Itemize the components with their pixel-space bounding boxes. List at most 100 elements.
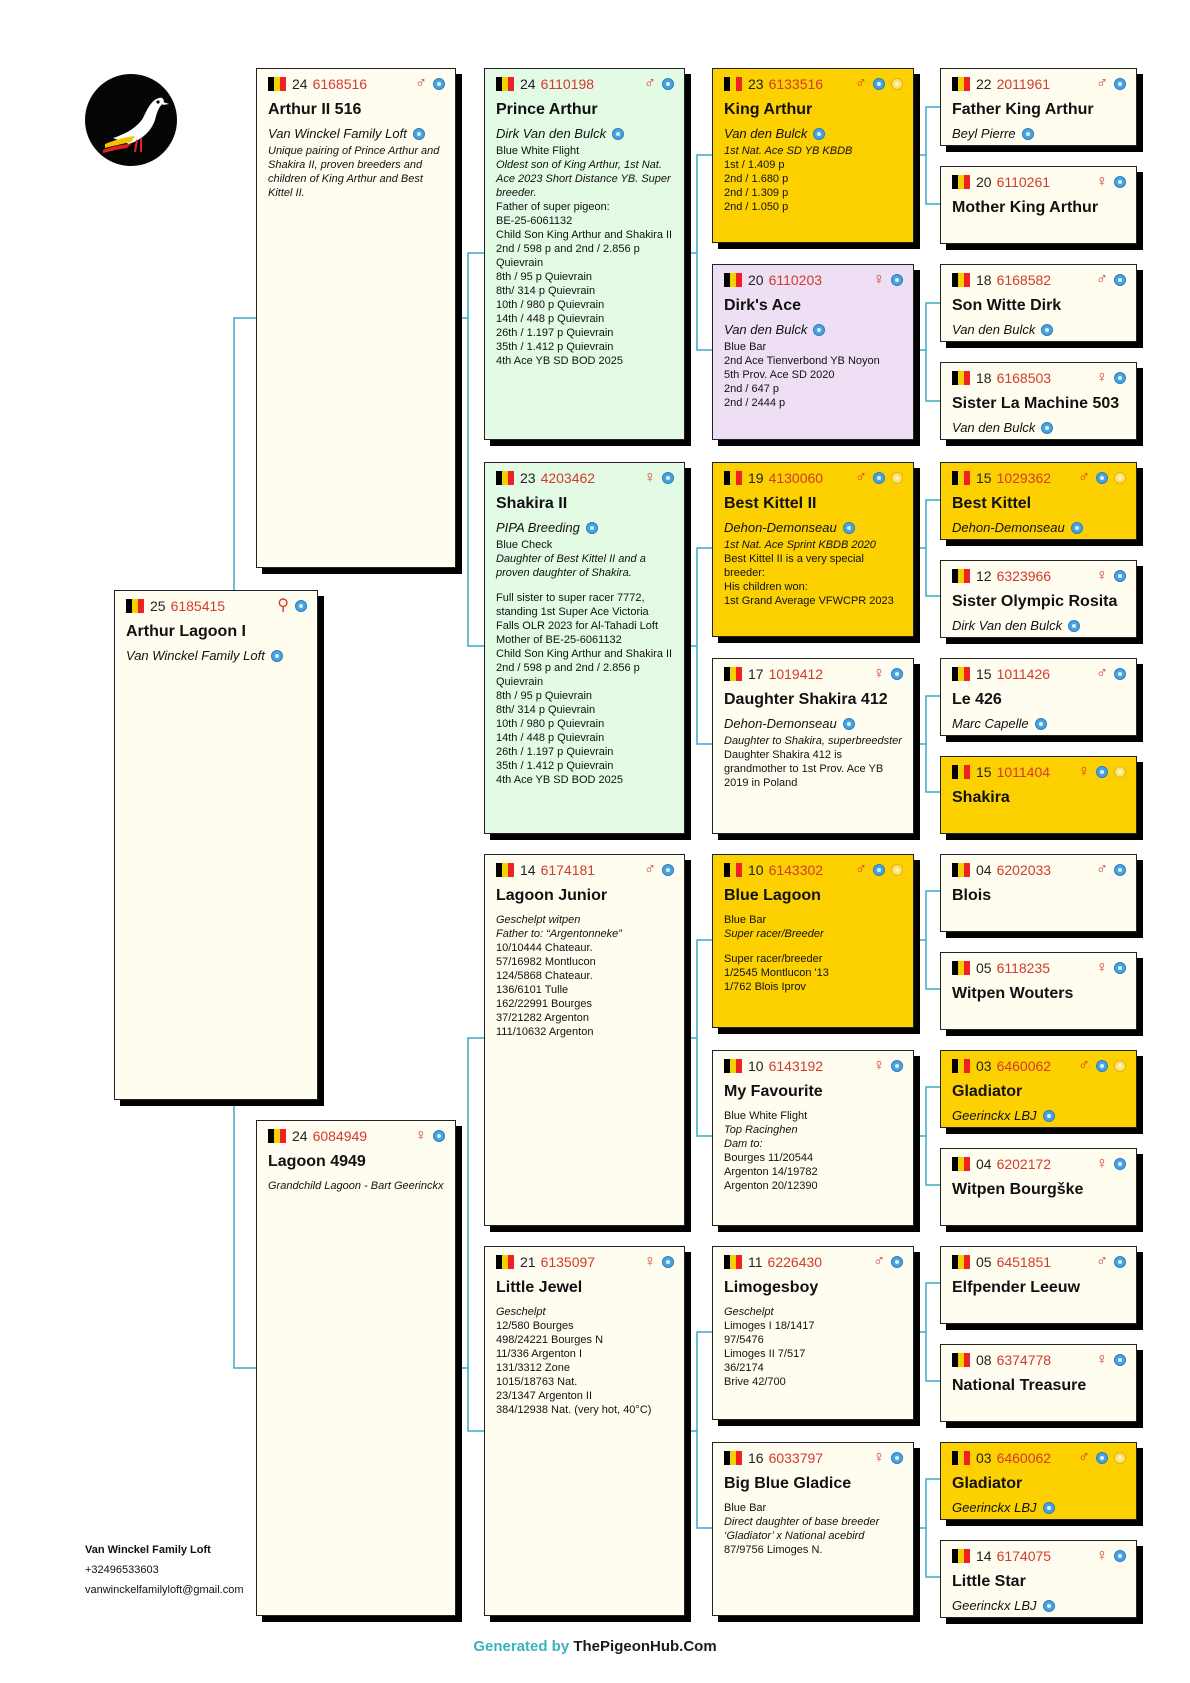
breeder-name[interactable]: Marc Capelle bbox=[952, 716, 1029, 731]
ring-number[interactable]: 6174075 bbox=[996, 1548, 1052, 1564]
verified-badge-icon[interactable] bbox=[1041, 323, 1054, 336]
breeder-name[interactable]: Geerinckx LBJ bbox=[952, 1500, 1037, 1515]
star-badge-icon[interactable] bbox=[1114, 766, 1126, 778]
ring-number[interactable]: 6168582 bbox=[996, 272, 1052, 288]
verified-badge-icon[interactable] bbox=[1070, 521, 1083, 534]
verified-badge-icon[interactable] bbox=[1114, 1256, 1126, 1268]
ring-number[interactable]: 1011426 bbox=[996, 666, 1051, 682]
verified-badge-icon[interactable] bbox=[873, 864, 885, 876]
verified-badge-icon[interactable] bbox=[873, 78, 885, 90]
verified-badge-icon[interactable] bbox=[433, 78, 445, 90]
ring-number[interactable]: 6174181 bbox=[540, 862, 596, 878]
verified-badge-icon[interactable] bbox=[295, 600, 307, 612]
ring-number[interactable]: 6084949 bbox=[312, 1128, 368, 1144]
verified-badge-icon[interactable] bbox=[270, 649, 283, 662]
verified-badge-icon[interactable] bbox=[1114, 78, 1126, 90]
ring-number[interactable]: 6202172 bbox=[996, 1156, 1052, 1172]
ring-number[interactable]: 6226430 bbox=[767, 1254, 823, 1270]
verified-badge-icon[interactable] bbox=[1096, 1060, 1108, 1072]
verified-badge-icon[interactable] bbox=[842, 717, 855, 730]
verified-badge-icon[interactable] bbox=[1096, 766, 1108, 778]
verified-badge-icon[interactable] bbox=[412, 127, 425, 140]
verified-badge-icon[interactable] bbox=[1096, 472, 1108, 484]
star-badge-icon[interactable] bbox=[1114, 472, 1126, 484]
ring-number[interactable]: 1019412 bbox=[768, 666, 824, 682]
ring-number[interactable]: 6118235 bbox=[996, 960, 1051, 976]
verified-badge-icon[interactable] bbox=[1042, 1501, 1055, 1514]
ring-number[interactable]: 1029362 bbox=[996, 470, 1052, 486]
breeder-name[interactable]: Dirk Van den Bulck bbox=[952, 618, 1063, 633]
verified-badge-icon[interactable] bbox=[1096, 1452, 1108, 1464]
verified-badge-icon[interactable] bbox=[813, 323, 826, 336]
ring-number[interactable]: 6143302 bbox=[768, 862, 824, 878]
star-badge-icon[interactable] bbox=[1114, 1060, 1126, 1072]
ring-number[interactable]: 6135097 bbox=[540, 1254, 596, 1270]
verified-badge-icon[interactable] bbox=[662, 864, 674, 876]
ring-number[interactable]: 6460062 bbox=[996, 1450, 1052, 1466]
verified-badge-icon[interactable] bbox=[1114, 1158, 1126, 1170]
verified-badge-icon[interactable] bbox=[1114, 962, 1126, 974]
ring-number[interactable]: 6202033 bbox=[996, 862, 1052, 878]
verified-badge-icon[interactable] bbox=[1034, 717, 1047, 730]
breeder-name[interactable]: Dehon-Demonseau bbox=[724, 520, 837, 535]
verified-badge-icon[interactable] bbox=[1114, 274, 1126, 286]
verified-badge-icon[interactable] bbox=[1042, 1599, 1055, 1612]
ring-number[interactable]: 6323966 bbox=[996, 568, 1052, 584]
verified-badge-icon[interactable] bbox=[612, 127, 625, 140]
ring-number[interactable]: 6451851 bbox=[996, 1254, 1052, 1270]
verified-badge-icon[interactable] bbox=[662, 472, 674, 484]
ring-number[interactable]: 6110203 bbox=[768, 272, 823, 288]
breeder-name[interactable]: Van Winckel Family Loft bbox=[126, 648, 265, 663]
ring-number[interactable]: 4203462 bbox=[540, 470, 596, 486]
ring-number[interactable]: 6133516 bbox=[768, 76, 824, 92]
verified-badge-icon[interactable] bbox=[891, 1452, 903, 1464]
breeder-name[interactable]: Dehon-Demonseau bbox=[952, 520, 1065, 535]
ring-number[interactable]: 6143192 bbox=[768, 1058, 824, 1074]
verified-badge-icon[interactable] bbox=[1114, 668, 1126, 680]
verified-badge-icon[interactable] bbox=[1114, 864, 1126, 876]
verified-badge-icon[interactable] bbox=[891, 668, 903, 680]
breeder-name[interactable]: Geerinckx LBJ bbox=[952, 1108, 1037, 1123]
loft-email[interactable]: vanwinckelfamilyloft@gmail.com bbox=[85, 1584, 244, 1596]
generated-site-link[interactable]: ThePigeonHub.Com bbox=[573, 1638, 717, 1655]
verified-badge-icon[interactable] bbox=[585, 521, 598, 534]
star-badge-icon[interactable] bbox=[891, 78, 903, 90]
breeder-name[interactable]: Van den Bulck bbox=[724, 322, 808, 337]
verified-badge-icon[interactable] bbox=[891, 1060, 903, 1072]
ring-number[interactable]: 6460062 bbox=[996, 1058, 1052, 1074]
ring-number[interactable]: 6168516 bbox=[312, 76, 368, 92]
breeder-name[interactable]: Dehon-Demonseau bbox=[724, 716, 837, 731]
verified-badge-icon[interactable] bbox=[1042, 1109, 1055, 1122]
star-badge-icon[interactable] bbox=[891, 472, 903, 484]
verified-badge-icon[interactable] bbox=[842, 521, 855, 534]
ring-number[interactable]: 6185415 bbox=[170, 598, 226, 614]
ring-number[interactable]: 2011961 bbox=[996, 76, 1051, 92]
breeder-name[interactable]: Geerinckx LBJ bbox=[952, 1598, 1037, 1613]
